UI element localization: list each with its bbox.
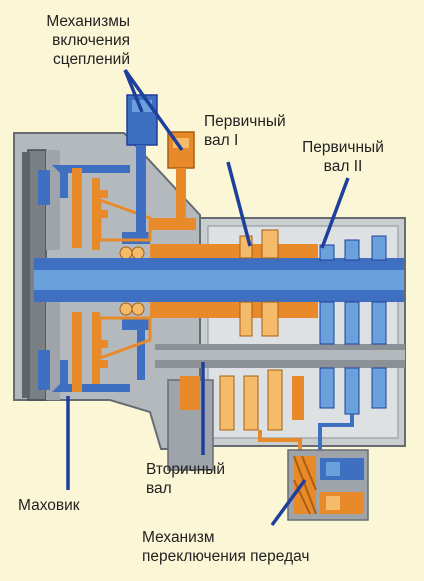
label-gear-shift-mechanism: Механизм переключения передач: [142, 528, 309, 566]
input-shaft-1: [150, 244, 318, 260]
label-flywheel: Маховик: [18, 496, 80, 515]
label-input-shaft-2: Первичный вал II: [288, 138, 398, 176]
label-input-shaft-1: Первичный вал I: [204, 112, 286, 150]
label-clutch-mechanisms: Механизмы включения сцеплений: [8, 12, 130, 69]
flywheel-rim: [22, 152, 30, 398]
label-secondary-shaft: Вторичный вал: [146, 460, 225, 498]
